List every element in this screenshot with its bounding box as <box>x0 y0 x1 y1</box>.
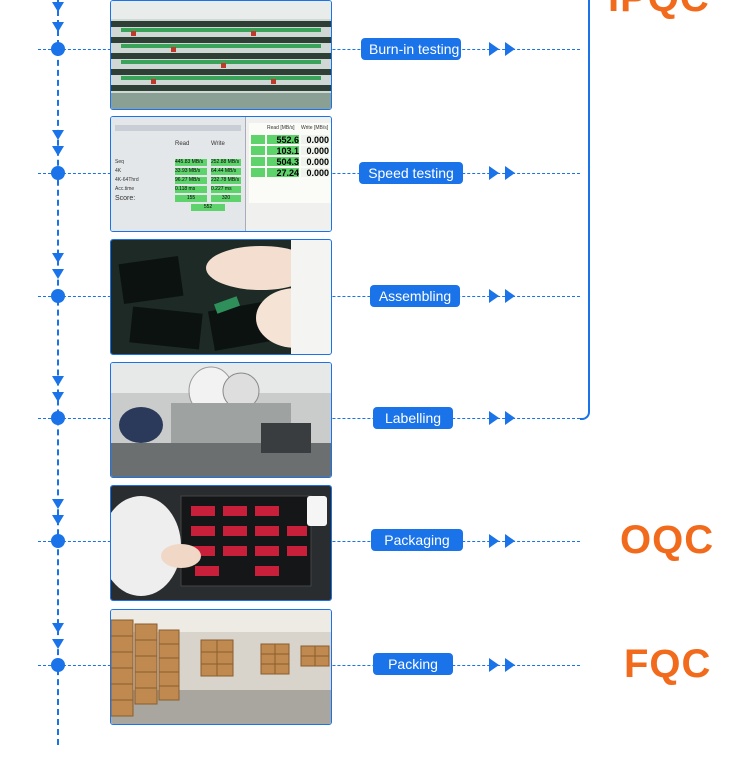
step-label-packing: Packing <box>373 653 453 675</box>
packing-photo <box>110 609 332 725</box>
read-value: 552.6 <box>267 135 299 145</box>
arrow-down-icon <box>52 22 64 32</box>
arrow-right-icon <box>489 42 499 56</box>
read-value: 27.24 <box>267 168 299 178</box>
read-cell: 33.93 MB/s <box>175 168 207 175</box>
ipqc-bracket <box>580 0 590 420</box>
score-label: Score: <box>115 195 136 202</box>
arrow-right-icon <box>489 166 499 180</box>
score-total: 552 <box>191 204 225 211</box>
right-read-header: Read [MB/s] <box>267 125 295 131</box>
read-cell: 0.118 ms <box>175 186 207 193</box>
packaging-photo <box>110 485 332 601</box>
write-header: Write <box>211 141 225 147</box>
read-cell: 445.83 MB/s <box>175 159 207 166</box>
arrow-down-icon <box>52 2 64 12</box>
row-name: 4K <box>115 168 122 174</box>
fqc-label: FQC <box>624 642 712 686</box>
arrow-down-icon <box>52 269 64 279</box>
row-name: Seq <box>115 159 124 165</box>
arrow-right-icon <box>489 411 499 425</box>
step-label-speed-testing: Speed testing <box>359 162 463 184</box>
read-value: 103.1 <box>267 146 299 156</box>
write-cell: 252.88 MB/s <box>211 159 241 166</box>
arrow-down-icon <box>52 130 64 140</box>
arrow-right-icon <box>505 411 515 425</box>
step-label-labelling: Labelling <box>373 407 453 429</box>
arrow-down-icon <box>52 623 64 633</box>
write-value: 0.000 <box>301 168 329 178</box>
arrow-down-icon <box>52 392 64 402</box>
timeline-line <box>57 0 59 745</box>
read-value: 504.3 <box>267 157 299 167</box>
write-cell: 0.227 ms <box>211 186 241 193</box>
arrow-down-icon <box>52 499 64 509</box>
arrow-right-icon <box>505 534 515 548</box>
arrow-right-icon <box>489 289 499 303</box>
right-write-header: Write [MB/s] <box>301 125 329 131</box>
write-value: 0.000 <box>301 146 329 156</box>
assembling-photo <box>110 239 332 355</box>
write-value: 0.000 <box>301 135 329 145</box>
read-cell: 96.27 MB/s <box>175 177 207 184</box>
row-name: 4K-64Thrd <box>115 177 139 183</box>
row-name: Acc.time <box>115 186 135 192</box>
arrow-right-icon <box>505 42 515 56</box>
step-label-assembling: Assembling <box>370 285 460 307</box>
score-read: 155 <box>175 195 207 202</box>
arrow-down-icon <box>52 376 64 386</box>
arrow-right-icon <box>489 534 499 548</box>
write-cell: 64.44 MB/s <box>211 168 241 175</box>
arrow-right-icon <box>505 658 515 672</box>
arrow-right-icon <box>505 166 515 180</box>
burn-in-photo <box>110 0 332 110</box>
score-write: 320 <box>211 195 241 202</box>
arrow-right-icon <box>505 289 515 303</box>
speed-test-photo: Read Write Seq 445.83 MB/s 252.88 MB/s 4… <box>110 116 332 232</box>
oqc-label: OQC <box>620 518 715 562</box>
write-cell: 232.78 MB/s <box>211 177 241 184</box>
arrow-down-icon <box>52 253 64 263</box>
write-value: 0.000 <box>301 157 329 167</box>
arrow-right-icon <box>489 658 499 672</box>
arrow-down-icon <box>52 515 64 525</box>
arrow-down-icon <box>52 146 64 156</box>
benchmark-window: Read Write Seq 445.83 MB/s 252.88 MB/s 4… <box>111 117 246 231</box>
ipqc-label: IPQC <box>608 0 710 21</box>
step-label-packaging: Packaging <box>371 529 463 551</box>
speed-readout-window: Read [MB/s] Write [MB/s] 552.6 0.000 103… <box>249 123 331 203</box>
labelling-photo <box>110 362 332 478</box>
read-header: Read <box>175 141 190 147</box>
arrow-down-icon <box>52 639 64 649</box>
step-label-burn-in-testing: Burn-in testing <box>361 38 461 60</box>
